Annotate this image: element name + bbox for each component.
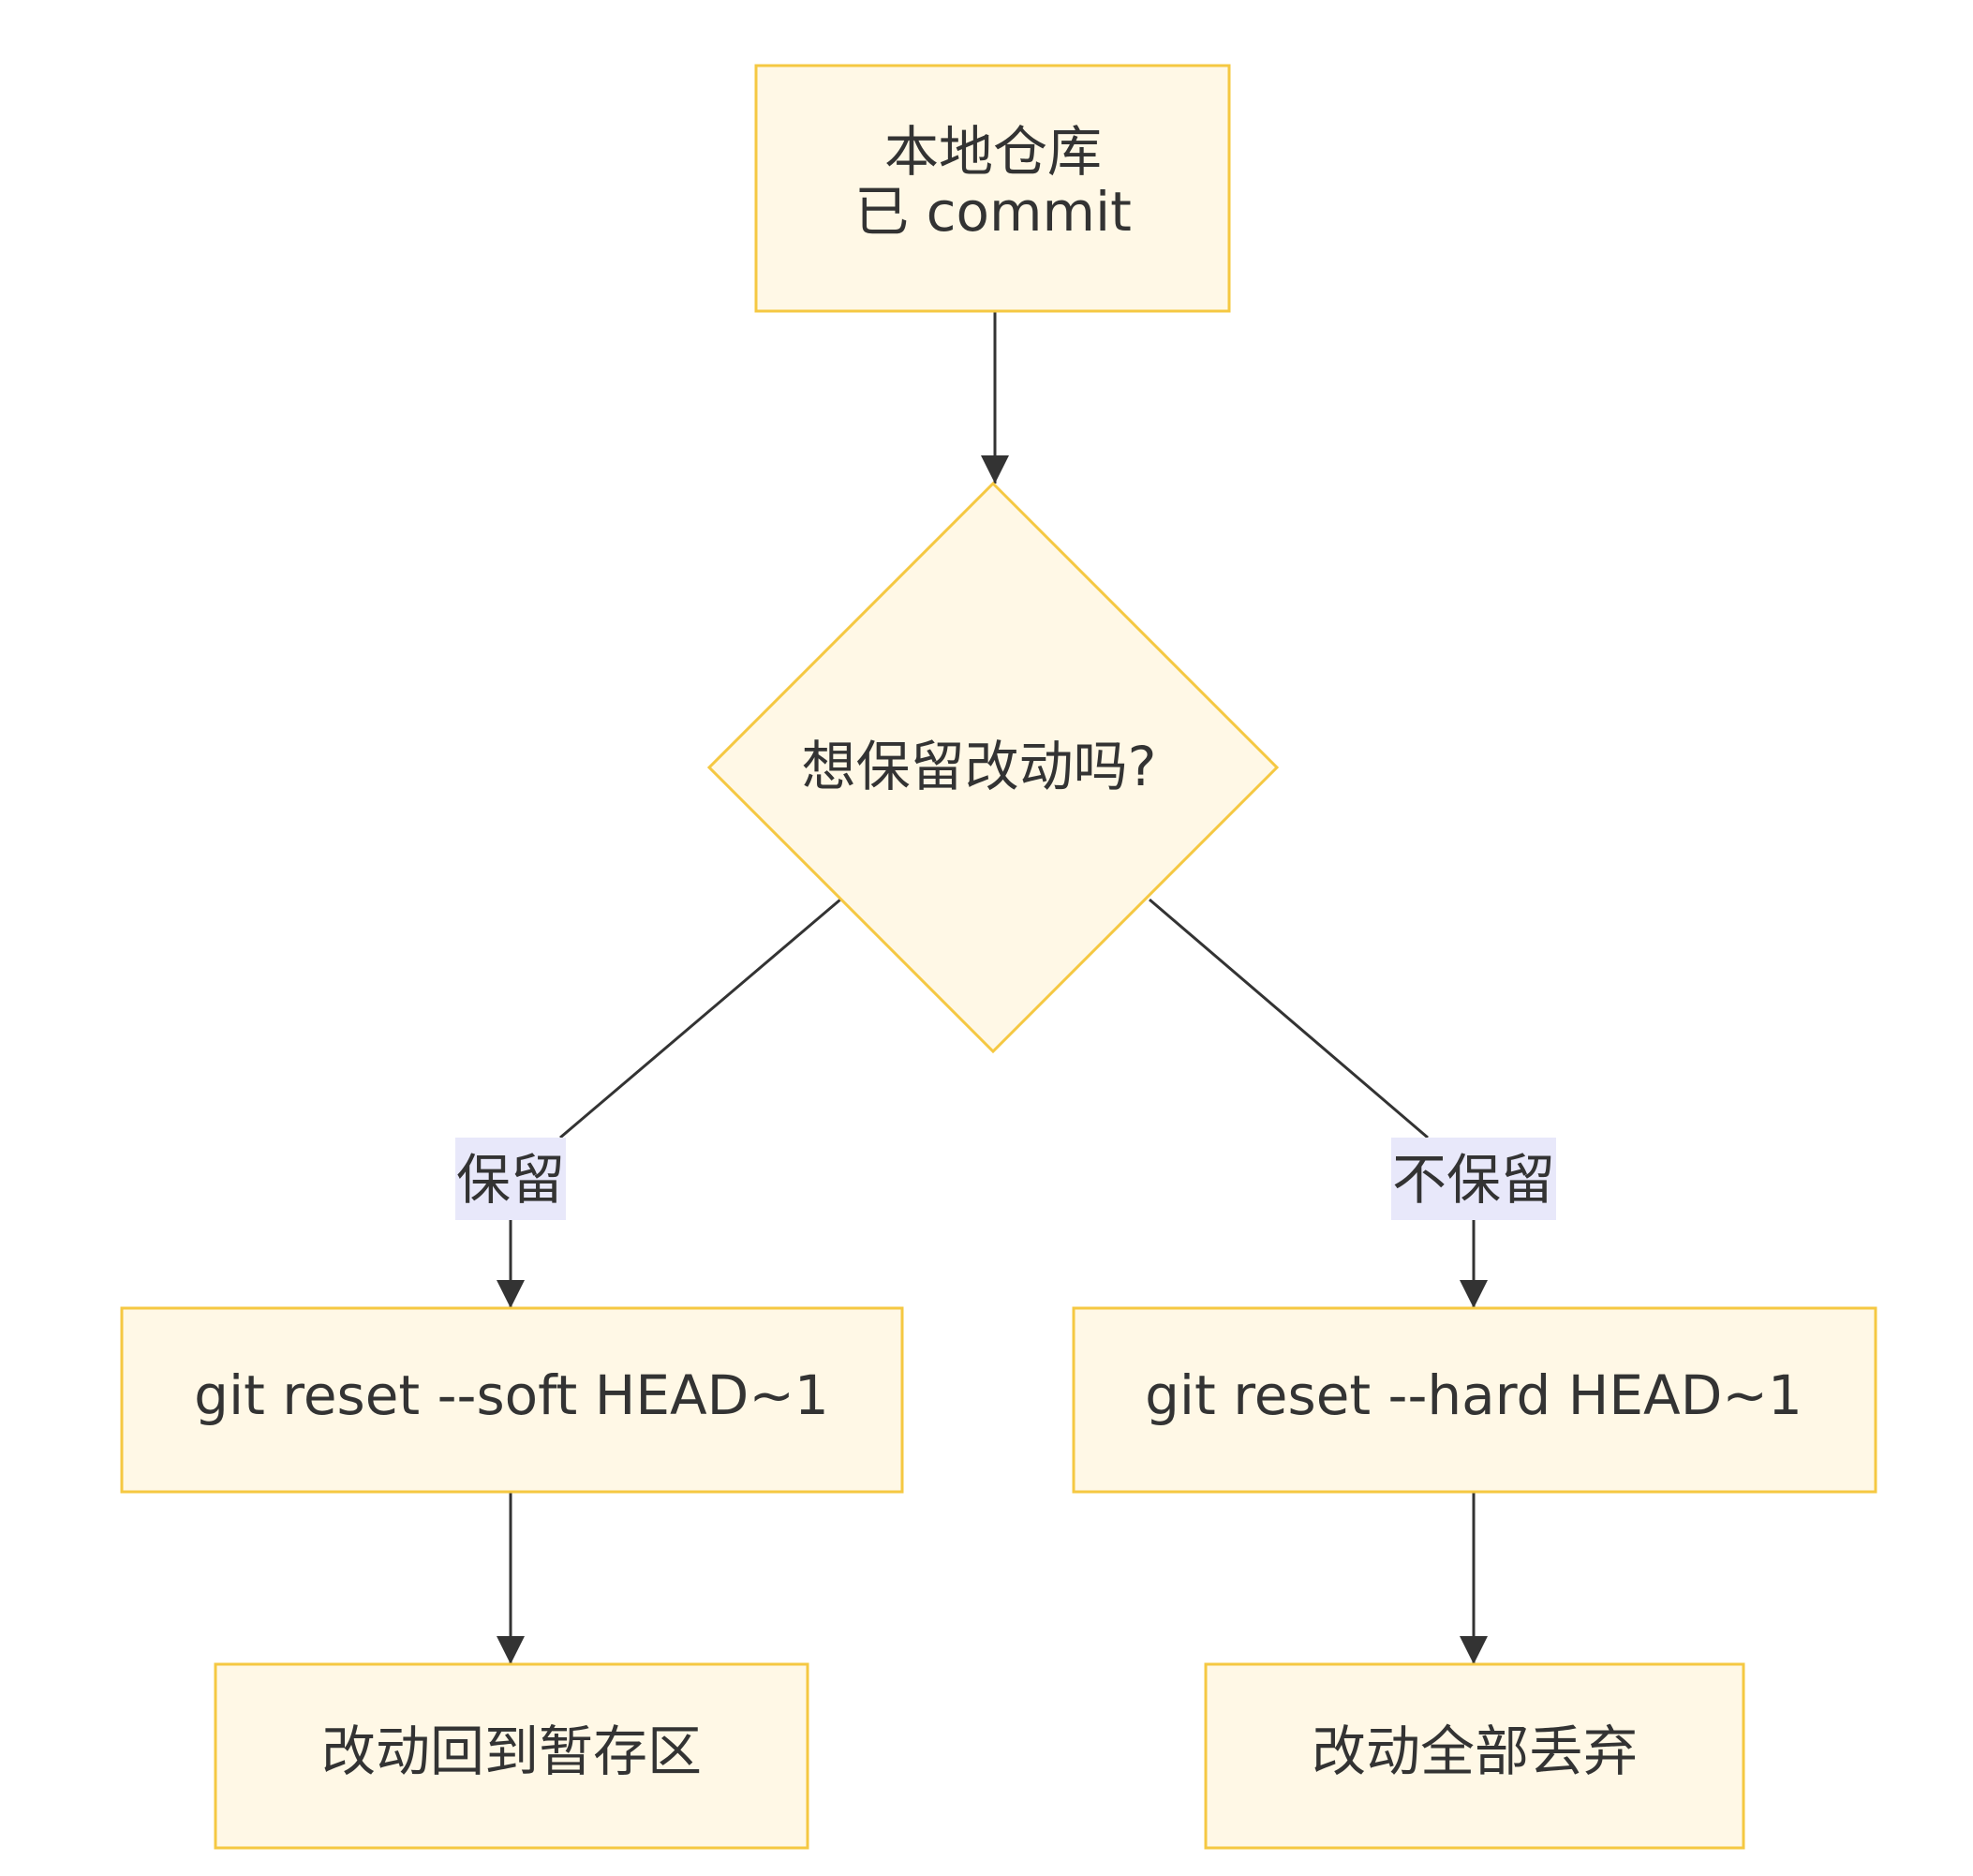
node-soft-reset: git reset --soft HEAD~1: [120, 1306, 904, 1494]
node-hard-reset-text: git reset --hard HEAD~1: [1145, 1363, 1802, 1427]
node-keep-result-text: 改动回到暂存区: [321, 1720, 702, 1783]
node-start-line2: 已 commit: [854, 180, 1132, 244]
edge-decision-to-discard-label: [1149, 898, 1429, 1139]
node-discard-result-text: 改动全部丢弃: [1312, 1720, 1638, 1783]
node-keep-result: 改动回到暂存区: [214, 1662, 809, 1850]
node-decision-text: 想保留改动吗?: [802, 735, 1157, 798]
edge-decision-to-keep-label: [559, 898, 841, 1139]
node-start: 本地仓库 已 commit: [754, 64, 1231, 313]
edge-label-keep: 保留: [455, 1138, 566, 1220]
node-start-line1: 本地仓库: [884, 120, 1102, 184]
node-soft-reset-text: git reset --soft HEAD~1: [194, 1363, 829, 1427]
edges: [497, 311, 1488, 1664]
node-decision: 想保留改动吗?: [706, 481, 1280, 1054]
edge-label-discard-text: 不保留: [1392, 1148, 1555, 1212]
edge-label-keep-text: 保留: [456, 1148, 565, 1212]
node-discard-result: 改动全部丢弃: [1204, 1662, 1745, 1850]
node-hard-reset: git reset --hard HEAD~1: [1072, 1306, 1877, 1494]
edge-label-discard: 不保留: [1391, 1138, 1556, 1220]
